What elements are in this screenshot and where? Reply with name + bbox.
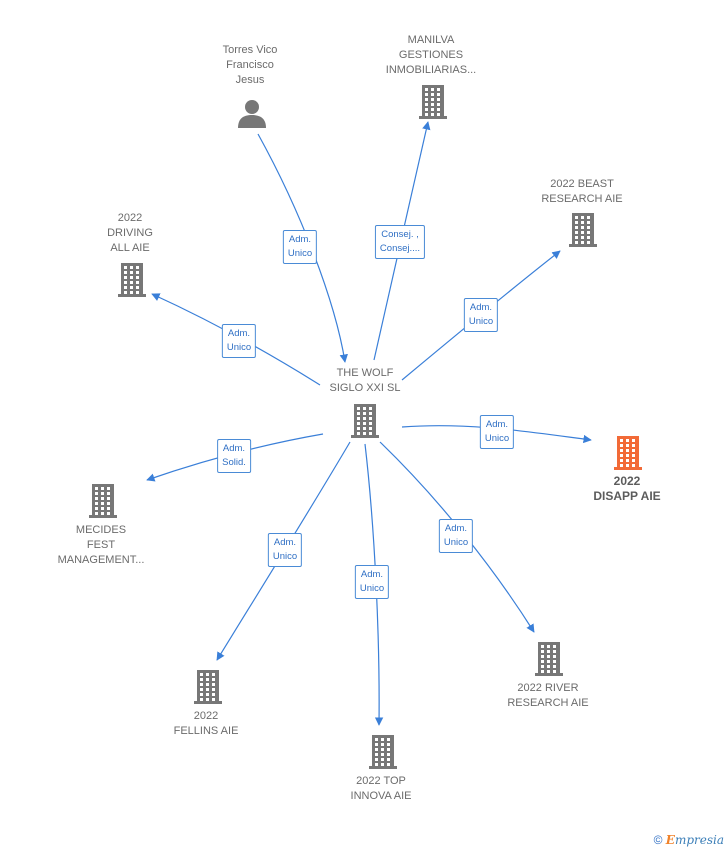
brand-initial: E (665, 833, 675, 847)
node-label-manilva[interactable]: MANILVA GESTIONES INMOBILIARIAS... (385, 34, 477, 76)
node-label-mecides[interactable]: MECIDES FEST MANAGEMENT... (57, 524, 145, 566)
edge-label-line: Unico (468, 316, 494, 327)
edge-label-line: Unico (484, 433, 510, 444)
edge-label-line: Adm. (469, 302, 493, 313)
building-icon[interactable] (349, 402, 381, 443)
edge-label-center-beast[interactable]: Adm. Unico (463, 298, 499, 332)
building-icon[interactable] (87, 482, 119, 523)
building-icon[interactable] (367, 733, 399, 774)
edge-label-line: Unico (287, 248, 313, 259)
edge-label-line: Adm. (288, 234, 312, 245)
edge-label-line: Adm. (273, 537, 297, 548)
edge-label-line: Consej. , (381, 229, 419, 240)
edge-label-line: Adm. (360, 569, 384, 580)
edge-label-center-disapp[interactable]: Adm. Unico (479, 415, 515, 449)
building-icon[interactable] (567, 211, 599, 252)
copyright-symbol: © (653, 833, 663, 847)
edge-label-center-fellins[interactable]: Adm. Unico (267, 533, 303, 567)
edge-label-line: Consej.... (379, 243, 421, 254)
edge-label-line: Adm. (485, 419, 509, 430)
building-icon[interactable] (533, 640, 565, 681)
node-label-torres[interactable]: Torres Vico Francisco Jesus (222, 44, 278, 86)
node-label-center[interactable]: THE WOLF SIGLO XXI SL (329, 367, 401, 394)
edge-label-line: Adm. (227, 328, 251, 339)
edge-label-line: Adm. (444, 523, 468, 534)
person-icon[interactable] (237, 98, 267, 133)
edge-label-center-manilva[interactable]: Consej. , Consej.... (374, 225, 426, 259)
building-icon[interactable] (417, 83, 449, 124)
building-icon[interactable] (116, 261, 148, 302)
edge-label-line: Unico (272, 551, 298, 562)
edge-label-center-river[interactable]: Adm. Unico (438, 519, 474, 553)
footer-brand: © Empresia (654, 833, 724, 847)
node-label-beast[interactable]: 2022 BEAST RESEARCH AIE (541, 178, 623, 205)
edge-label-torres-center[interactable]: Adm. Unico (282, 230, 318, 264)
edge-label-line: Unico (226, 342, 252, 353)
building-icon[interactable] (192, 668, 224, 709)
node-label-fellins[interactable]: 2022 FELLINS AIE (173, 710, 239, 737)
node-label-driving[interactable]: 2022 DRIVING ALL AIE (107, 212, 153, 254)
edge-label-center-driving[interactable]: Adm. Unico (221, 324, 257, 358)
edge-label-line: Adm. (222, 443, 246, 454)
node-label-top[interactable]: 2022 TOP INNOVA AIE (350, 775, 412, 802)
node-label-river[interactable]: 2022 RIVER RESEARCH AIE (507, 682, 589, 709)
edge-label-line: Unico (359, 583, 385, 594)
edge-label-center-top[interactable]: Adm. Unico (354, 565, 390, 599)
edge-label-center-mecides[interactable]: Adm. Solid. (217, 439, 251, 473)
node-label-disapp[interactable]: 2022 DISAPP AIE (593, 474, 661, 503)
edge-label-line: Unico (443, 537, 469, 548)
edge-label-line: Solid. (222, 457, 246, 468)
brand-name: mpresia (674, 833, 724, 847)
building-icon[interactable] (612, 434, 644, 475)
